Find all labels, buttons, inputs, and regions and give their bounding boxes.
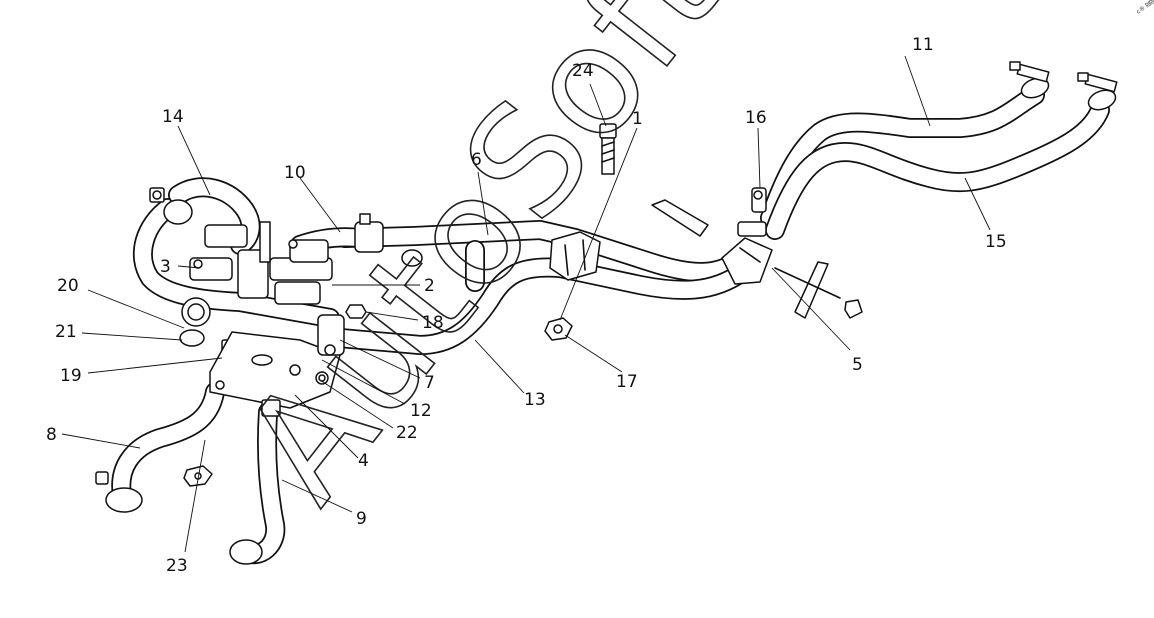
clamp-16 xyxy=(751,187,767,213)
callout-7: 7 xyxy=(424,373,435,393)
callout-9: 9 xyxy=(356,509,367,529)
clamps xyxy=(95,61,1118,565)
callout-16: 16 xyxy=(745,108,767,128)
callout-14: 14 xyxy=(162,107,184,127)
callout-3: 3 xyxy=(160,257,171,277)
sensor-small xyxy=(651,199,709,237)
callout-10: 10 xyxy=(284,163,306,183)
nut-18 xyxy=(345,304,367,319)
callout-13: 13 xyxy=(524,390,546,410)
callout-15: 15 xyxy=(985,232,1007,252)
callout-1: 1 xyxy=(632,109,643,129)
leader-lines xyxy=(61,55,991,553)
callout-4: 4 xyxy=(358,451,369,471)
fitting-14 xyxy=(149,187,193,225)
nut-17 xyxy=(544,317,573,341)
fitting-20 xyxy=(181,297,211,327)
clamp-15-end xyxy=(1077,72,1118,111)
callout-24: 24 xyxy=(572,61,594,81)
callout-8: 8 xyxy=(46,425,57,445)
callout-2: 2 xyxy=(424,276,435,296)
callout-20: 20 xyxy=(57,276,79,296)
callout-18: 18 xyxy=(422,313,444,333)
callout-5: 5 xyxy=(852,355,863,375)
callout-17: 17 xyxy=(616,372,638,392)
bracket-1 xyxy=(549,231,601,281)
clamp-7 xyxy=(317,314,345,356)
callout-labels: 1 2 3 4 5 6 7 8 9 10 11 12 13 14 15 16 1… xyxy=(46,35,1007,576)
hose-14 xyxy=(132,177,340,328)
gasket-5 xyxy=(774,261,863,319)
clamp-stack-2-3 xyxy=(189,221,333,305)
callout-6: 6 xyxy=(471,150,482,170)
hose-8 xyxy=(111,382,225,505)
callout-19: 19 xyxy=(60,366,82,386)
callout-22: 22 xyxy=(396,423,418,443)
hose-11 xyxy=(760,85,1045,228)
clamp-assembly-right xyxy=(721,221,773,285)
callout-11: 11 xyxy=(912,35,934,55)
callout-12: 12 xyxy=(410,401,432,421)
callout-23: 23 xyxy=(166,556,188,576)
plate-4 xyxy=(209,331,341,409)
corner-mark: c® ₪₪ xyxy=(1135,0,1154,16)
fitting-21 xyxy=(179,329,205,347)
callout-21: 21 xyxy=(55,322,77,342)
clamp-11-end xyxy=(1009,61,1050,99)
nut-23 xyxy=(183,465,213,487)
connector-9 xyxy=(229,399,281,565)
clamp-10 xyxy=(354,213,423,267)
bolt-24 xyxy=(599,123,617,175)
connector-8 xyxy=(95,471,143,513)
hose-15 xyxy=(765,100,1110,240)
pipe-13 xyxy=(330,257,758,355)
